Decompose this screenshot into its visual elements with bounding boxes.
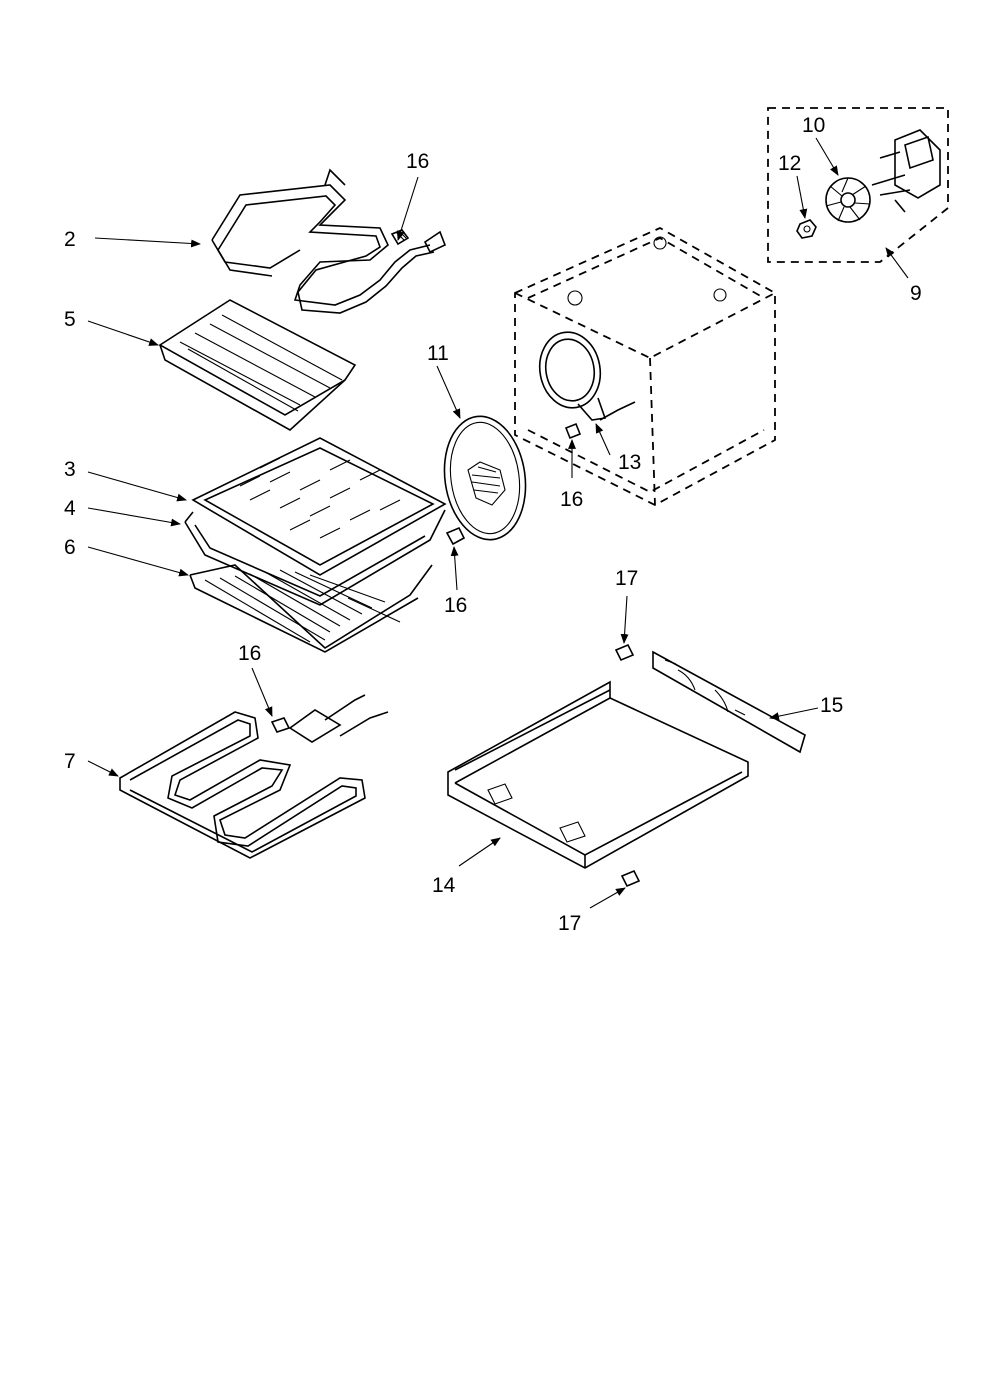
leader-lines: [87, 137, 909, 909]
callout-17-bottom: 17: [558, 912, 581, 935]
callout-5: 5: [64, 308, 76, 331]
convection-element-part: [538, 331, 636, 421]
screw-icon: [445, 526, 466, 546]
screw-icon: [620, 869, 641, 888]
oven-cavity-outline: [514, 226, 776, 507]
callout-11: 11: [427, 342, 449, 365]
bottom-panel-part: [447, 680, 749, 869]
callout-7: 7: [64, 750, 76, 773]
bracket-part: [652, 650, 806, 754]
broiler-pan-grid-part: [191, 437, 447, 576]
callout-10: 10: [802, 114, 825, 137]
fan-motor-assembly-box: [767, 107, 949, 263]
callout-3: 3: [64, 458, 76, 481]
callout-4: 4: [64, 497, 76, 520]
callout-14: 14: [432, 874, 456, 897]
broil-shield-part: [158, 299, 357, 431]
callout-9: 9: [910, 282, 922, 305]
callout-12: 12: [778, 152, 801, 175]
callout-15: 15: [820, 694, 843, 717]
callout-2: 2: [64, 228, 76, 251]
screw-icon: [270, 717, 291, 733]
screw-icon: [564, 422, 582, 440]
oven-rack-part: [189, 564, 433, 653]
callout-17-top: 17: [615, 567, 638, 590]
callout-16-plate: 16: [444, 594, 467, 617]
bake-element-part: [119, 694, 389, 859]
fan-nut-part: [796, 219, 817, 239]
callout-6: 6: [64, 536, 76, 559]
fan-motor-part: [871, 129, 941, 213]
callout-16-cavity: 16: [560, 488, 583, 511]
callout-16-bake: 16: [238, 642, 261, 665]
screw-icon: [614, 643, 635, 662]
broil-element-part: [211, 168, 447, 314]
callout-16-top: 16: [406, 150, 429, 173]
fan-cover-part: [443, 415, 527, 541]
callout-13: 13: [618, 451, 641, 474]
fan-blade-part: [825, 177, 871, 223]
